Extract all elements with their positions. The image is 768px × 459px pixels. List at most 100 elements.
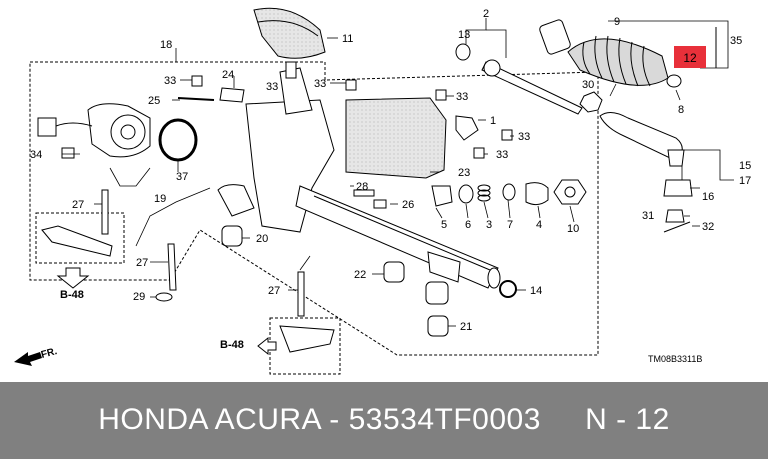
part-bolt-33-a [191, 75, 203, 87]
part-pinion-shaft [285, 61, 297, 79]
part-bolt-34 [61, 147, 75, 159]
callout-26: 26 [402, 199, 414, 211]
callout-labels: 1 2 3 4 5 6 7 8 9 10 11 13 14 15 16 17 1… [30, 8, 751, 333]
part-mount-boss [427, 251, 461, 283]
callout-19: 19 [154, 193, 166, 205]
callout-20: 20 [256, 233, 268, 245]
part-bolt-26 [373, 199, 387, 209]
part-seal-14 [499, 280, 517, 298]
caption-bar: HONDA ACURA - 53534TF0003 N - 12 [0, 382, 768, 459]
callout-33-e: 33 [518, 131, 530, 143]
part-rack-guide [431, 185, 453, 207]
b48-ref-bottom: B-48 [220, 339, 244, 351]
callout-21: 21 [460, 321, 472, 333]
callout-4: 4 [536, 219, 542, 231]
callout-30: 30 [582, 79, 594, 91]
callout-7: 7 [507, 219, 513, 231]
part-bolt-27-mid [167, 243, 177, 291]
callout-13: 13 [458, 29, 470, 41]
boot-folds [582, 35, 651, 87]
part-bolt-33-b [345, 79, 357, 91]
part-bolt-33-d [501, 129, 513, 141]
callout-35: 35 [730, 35, 742, 47]
part-heat-shield [345, 97, 447, 179]
callout-18: 18 [160, 39, 172, 51]
assembly-boundary [29, 61, 599, 356]
b48-detail-box-bottom [269, 317, 341, 375]
callout-2: 2 [483, 8, 489, 20]
callout-22: 22 [354, 269, 366, 281]
callout-28: 28 [356, 181, 368, 193]
part-boot-16 [663, 179, 693, 197]
callout-29: 29 [133, 291, 145, 303]
callout-33-b: 33 [266, 81, 278, 93]
part-bolt-27-left [101, 189, 109, 235]
part-washer-6 [458, 184, 474, 204]
part-castle-nut [665, 209, 685, 223]
down-arrow-icon [56, 267, 90, 289]
callout-33-d: 33 [456, 91, 468, 103]
part-steering-column-joint [217, 184, 255, 217]
part-lock-washer [455, 43, 471, 61]
callout-1: 1 [490, 115, 496, 127]
callout-12: 12 [683, 51, 697, 65]
part-cotter-pin [663, 221, 691, 233]
b48-ref-left: B-48 [60, 289, 84, 301]
callout-5: 5 [441, 219, 447, 231]
part-rack-end [487, 267, 501, 289]
callout-15: 15 [739, 160, 751, 172]
part-o-ring-7 [502, 183, 516, 201]
callout-8: 8 [678, 104, 684, 116]
part-spring-3 [477, 184, 491, 202]
part-bushing-upper [425, 281, 449, 305]
part-o-ring [158, 118, 198, 162]
callout-31: 31 [642, 210, 654, 222]
part-clip-25 [177, 97, 215, 101]
callout-27-mid: 27 [136, 257, 148, 269]
callout-34: 34 [30, 149, 42, 161]
part-bracket-bottom [279, 325, 335, 353]
callout-6: 6 [465, 219, 471, 231]
part-motor-hub [120, 124, 136, 140]
part-tie-rod-end [599, 112, 683, 159]
callout-27-left: 27 [72, 199, 84, 211]
part-bracket-1 [455, 115, 479, 141]
part-bushing-21 [427, 315, 449, 337]
part-rack-housing-inner [313, 195, 491, 271]
part-lock-nut-10-hole [564, 186, 576, 198]
exploded-view-drawing: FR. 12 1 2 3 4 [14, 7, 751, 375]
callout-33-c: 33 [314, 78, 326, 90]
part-boot-clip [666, 74, 682, 88]
part-tie-rod-end-stud [667, 149, 685, 167]
parts-diagram: FR. 12 1 2 3 4 [14, 7, 752, 375]
callout-23: 23 [458, 167, 470, 179]
callout-17: 17 [739, 175, 751, 187]
part-boot-4 [525, 182, 549, 206]
callout-16: 16 [702, 191, 714, 203]
drawing-code: TM08B3311B [648, 354, 702, 364]
callout-27-bottom: 27 [268, 285, 280, 297]
part-upper-cover-rim [257, 20, 319, 37]
left-arrow-icon [257, 336, 277, 356]
part-bolt-27-bottom [297, 271, 305, 317]
callout-24: 24 [222, 69, 234, 81]
callout-12-highlight [674, 46, 706, 68]
b48-detail-box-left [35, 212, 125, 264]
callout-33-f: 33 [496, 149, 508, 161]
part-bracket-24 [219, 87, 245, 103]
part-boot-band [539, 19, 571, 55]
part-motor-wire [55, 122, 93, 127]
part-bolt-33-e [473, 147, 485, 159]
callout-14: 14 [530, 285, 542, 297]
callout-37: 37 [176, 171, 188, 183]
front-marker: FR. [40, 346, 59, 361]
callout-32: 32 [702, 221, 714, 233]
callout-3: 3 [486, 219, 492, 231]
leader-lines [62, 18, 734, 327]
part-pin-28 [353, 189, 375, 197]
part-bushing-20 [221, 225, 243, 247]
callout-9: 9 [614, 16, 620, 28]
part-tie-rod-ball [483, 59, 501, 77]
callout-11: 11 [342, 33, 353, 45]
front-direction-arrow-icon [14, 352, 42, 366]
